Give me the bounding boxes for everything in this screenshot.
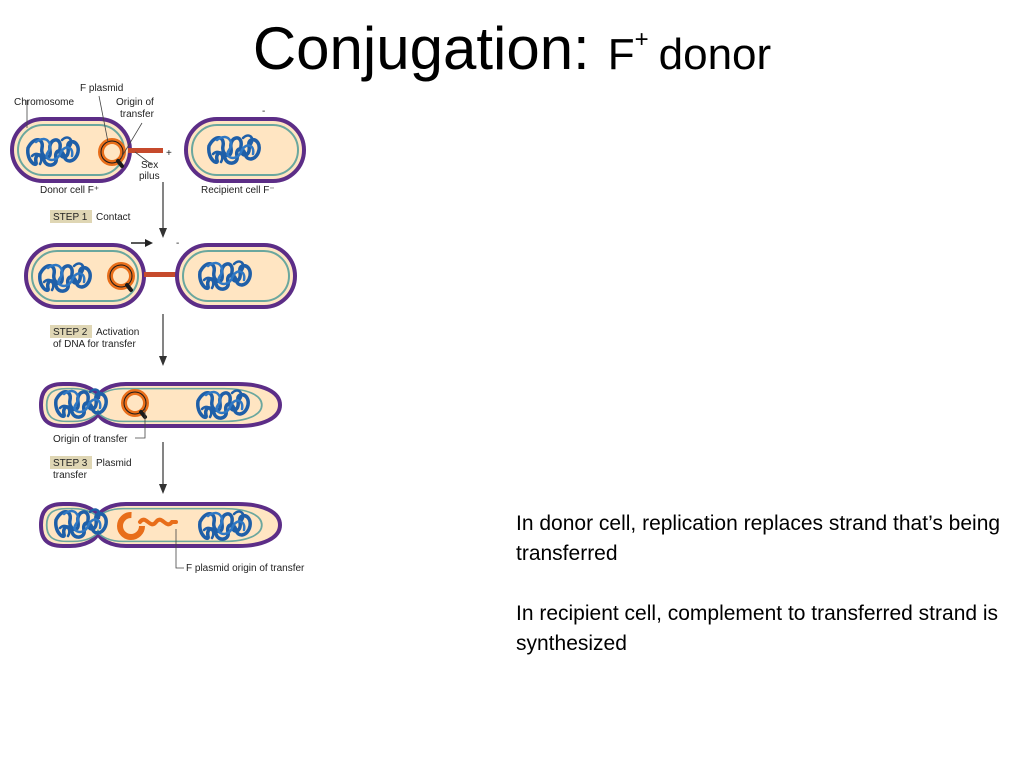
label-donor-cell: Donor cell F⁺ (40, 185, 99, 196)
slide-title: Conjugation: F+ donor (0, 14, 1024, 83)
step-3-tag: STEP 3 (53, 458, 88, 469)
row-2-contact: - (24, 238, 297, 309)
conjugation-diagram: F plasmid Chromosome Origin of transfer … (0, 82, 330, 582)
subtitle-superscript: + (634, 26, 649, 53)
subtitle-suffix: donor (658, 30, 772, 79)
note-recipient: In recipient cell, complement to transfe… (516, 602, 999, 655)
step-2-desc-line2: of DNA for transfer (53, 339, 136, 350)
subtitle: F+ donor (607, 26, 772, 79)
f-origin-leader-line (175, 529, 184, 569)
sex-pilus (128, 148, 163, 153)
note-donor: In donor cell, replication replaces stra… (516, 512, 1001, 565)
arrowhead-1 (159, 228, 167, 238)
label-origin-line1: Origin of (116, 97, 154, 108)
label-leader-lines (26, 95, 152, 165)
title-text: Conjugation: (252, 15, 590, 82)
sex-pilus-2 (144, 272, 176, 277)
minus-sign-2: - (176, 238, 179, 249)
step-2-desc-line1: Activation (96, 327, 139, 338)
label-f-plasmid: F plasmid (80, 83, 123, 94)
step-3-desc-line2: transfer (53, 470, 88, 481)
step-2-tag-box (50, 325, 92, 338)
arrowhead-3 (159, 484, 167, 494)
step-1: STEP 1 Contact (50, 182, 167, 238)
step-2-tag: STEP 2 (53, 327, 88, 338)
donor-cell-2 (24, 243, 146, 309)
step-1-tag-box (50, 210, 92, 223)
row-3-activation: Origin of transfer (39, 382, 282, 445)
step-1-desc: Contact (96, 212, 131, 223)
label-f-plasmid-origin: F plasmid origin of transfer (186, 563, 305, 574)
row-4-plasmid-transfer: F plasmid origin of transfer (39, 502, 305, 574)
label-chromosome: Chromosome (14, 97, 74, 108)
movement-arrowhead (145, 239, 153, 247)
arrowhead-2 (159, 356, 167, 366)
step-1-tag: STEP 1 (53, 212, 88, 223)
row-1-initial-cells: F plasmid Chromosome Origin of transfer … (10, 83, 306, 196)
label-sex-line2: pilus (139, 171, 160, 182)
label-sex-line1: Sex (141, 160, 158, 171)
step-2: STEP 2 Activation of DNA for transfer (50, 314, 167, 366)
label-origin-of-transfer: Origin of transfer (53, 434, 128, 445)
replicating-plasmid (117, 512, 145, 540)
origin-leader-line (135, 408, 146, 439)
step-3-desc-line1: Plasmid (96, 458, 132, 469)
label-recipient-cell: Recipient cell F⁻ (201, 185, 275, 196)
subtitle-prefix: F (607, 30, 635, 79)
step-3: STEP 3 Plasmid transfer (50, 442, 167, 494)
transferred-strand (138, 517, 178, 527)
plus-sign: + (166, 148, 172, 159)
label-origin-line2: transfer (120, 109, 155, 120)
step-3-tag-box (50, 456, 92, 469)
minus-sign: - (262, 106, 265, 117)
notes-text: In donor cell, replication replaces stra… (516, 509, 1006, 689)
